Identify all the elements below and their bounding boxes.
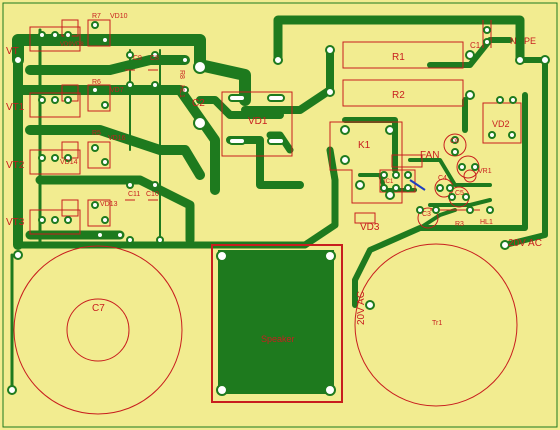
label-vd14: VD14 [60, 159, 78, 166]
tr1-outline [354, 243, 518, 407]
label-vd1: VD1 [248, 116, 268, 127]
label-vd7: VD7 [110, 87, 124, 94]
label-vt3: VT3 [6, 217, 25, 228]
label-pe: PE [524, 36, 536, 46]
speaker-copper-pour [218, 250, 334, 394]
label-hl1-right: HL1 [480, 219, 493, 226]
label-c7: C7 [92, 303, 105, 314]
label-n: N [510, 36, 517, 46]
label-r3: R3 [455, 221, 464, 228]
label-c9: C9 [133, 55, 142, 62]
pads [7, 21, 550, 396]
jumper-wire [409, 179, 426, 191]
label-c4: C4 [438, 175, 447, 182]
label-c5: C5 [455, 190, 464, 197]
label-vt-top: VT [6, 46, 19, 57]
label-r8: R8 [178, 70, 185, 79]
label-vd13: VD13 [100, 201, 118, 208]
c7-outline [13, 245, 183, 415]
label-ic1: IC1 [384, 179, 394, 185]
speaker-outline [211, 244, 343, 403]
label-vt1: VT1 [6, 102, 25, 113]
label-r1: R1 [392, 52, 405, 63]
label-20v-left: 20V AC [356, 291, 367, 325]
label-vd16: VD16 [108, 135, 126, 142]
label-c8: C8 [150, 55, 159, 62]
label-r2: R2 [392, 90, 405, 101]
label-c6: C6 [450, 138, 459, 145]
label-20v-right: 20V AC [508, 238, 542, 249]
label-c3: C3 [422, 211, 431, 218]
label-vd9: VD9 [60, 42, 72, 48]
label-fan: FAN [420, 150, 439, 161]
label-r7: R7 [92, 13, 101, 20]
label-k1: K1 [358, 140, 371, 151]
label-hl1-top: HL1 [178, 85, 185, 98]
label-speaker: Speaker [261, 334, 295, 344]
label-c11: C11 [128, 191, 140, 198]
label-vt2: VT2 [6, 160, 25, 171]
label-vd3: VD3 [360, 222, 380, 233]
label-c2: C2 [192, 98, 205, 109]
label-c10: C10 [146, 191, 159, 198]
label-vd8: VD8 [72, 42, 84, 48]
label-r5: R5 [92, 130, 101, 137]
label-vd2: VD2 [492, 119, 510, 129]
label-r6: R6 [92, 79, 101, 86]
label-vd10: VD10 [110, 13, 128, 20]
label-c1: C1 [470, 41, 481, 50]
label-vr1: VR1 [478, 168, 492, 175]
label-tr1: Tr1 [432, 320, 442, 327]
